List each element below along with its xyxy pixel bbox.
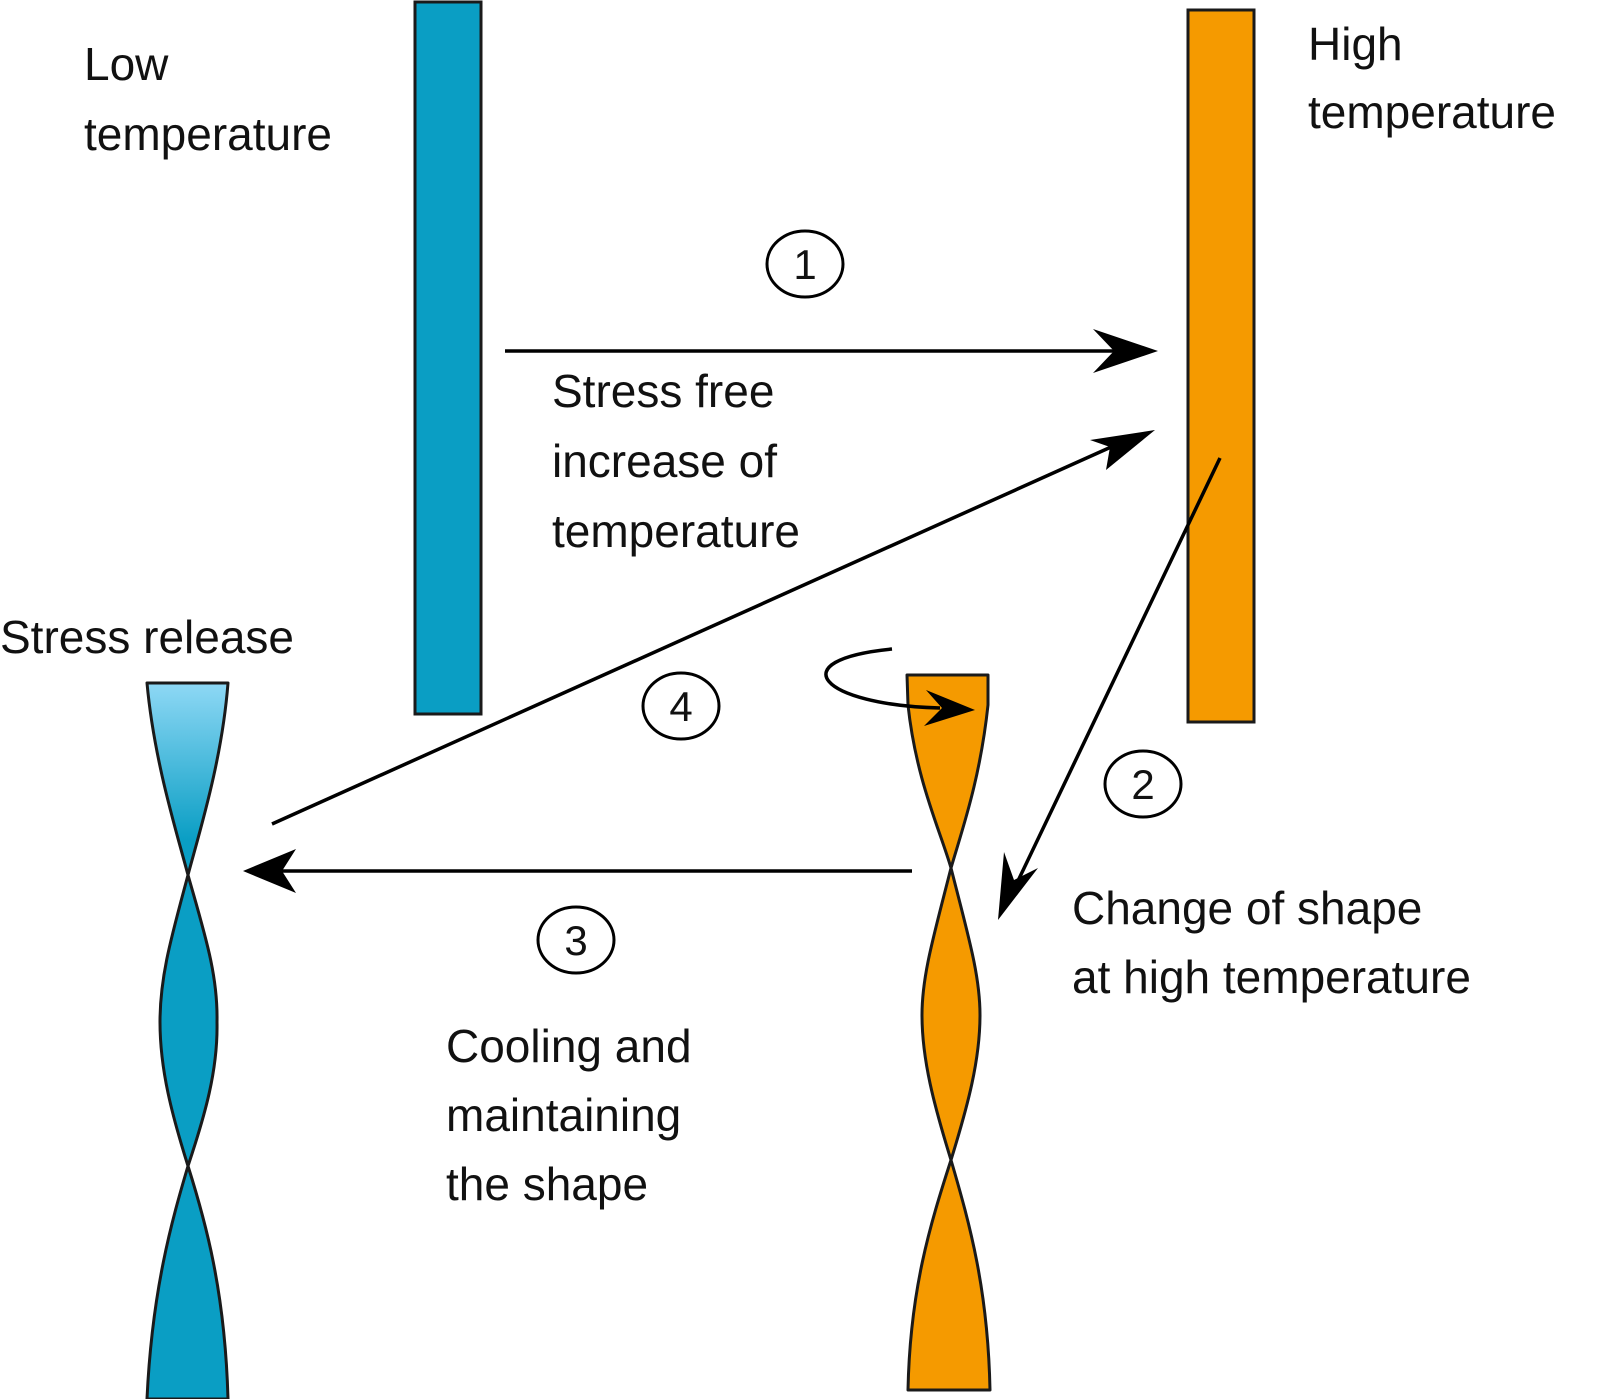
step-2-label: 2 <box>1131 761 1154 808</box>
arrow-step-4 <box>271 430 1155 826</box>
step-3-badge: 3 <box>536 905 616 975</box>
stress-free-label: Stress free increase of temperature <box>552 365 800 557</box>
low-temperature-label: Low temperature <box>84 38 332 160</box>
step-1-label: 1 <box>793 241 816 288</box>
step-3-label: 3 <box>564 917 587 964</box>
step-2-badge: 2 <box>1103 749 1183 819</box>
arrow-step-3 <box>243 849 912 893</box>
high-temperature-label: High temperature <box>1308 18 1556 138</box>
step-4-label: 4 <box>669 683 692 730</box>
step-4-badge: 4 <box>641 671 721 741</box>
stress-release-label: Stress release <box>0 611 294 663</box>
twisted-orange-bar <box>905 673 992 1392</box>
cooling-label: Cooling and maintaining the shape <box>446 1020 704 1210</box>
low-temperature-bar <box>413 0 483 716</box>
arrow-step-1 <box>505 329 1158 373</box>
change-of-shape-label: Change of shape at high temperature <box>1072 882 1471 1003</box>
twist-rotation-arrow <box>824 647 975 726</box>
high-temperature-bar <box>1186 8 1256 724</box>
twisted-blue-bar <box>145 681 230 1399</box>
arrow-step-2 <box>998 457 1222 920</box>
step-1-badge: 1 <box>765 229 845 299</box>
